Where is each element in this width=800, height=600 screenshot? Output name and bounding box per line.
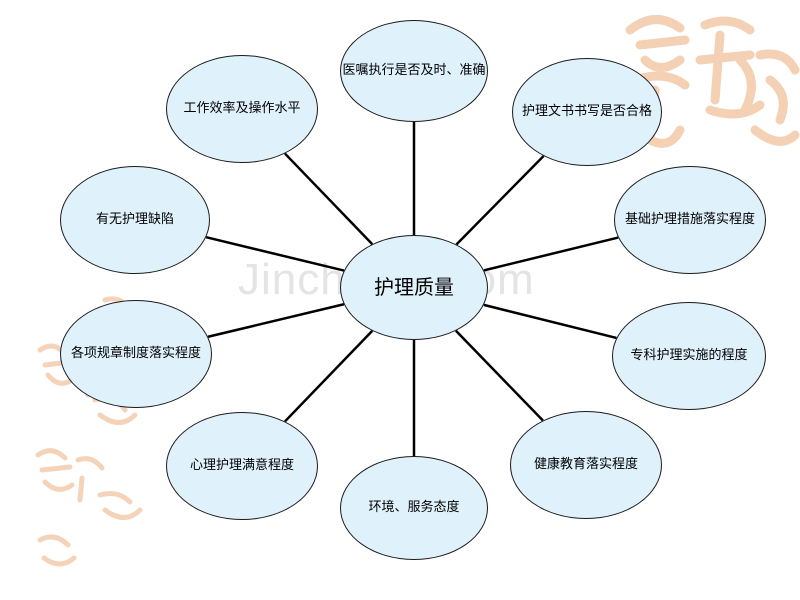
node-work-efficiency: 工作效率及操作水平 xyxy=(166,55,318,163)
connector-line-8 xyxy=(205,235,345,272)
node-order-execution: 医嘱执行是否及时、准确 xyxy=(340,20,488,122)
center-node: 护理质量 xyxy=(340,235,488,340)
connector-line-2 xyxy=(483,236,619,272)
connector-line-9 xyxy=(284,152,374,246)
calligraphy-ornament-left-2 xyxy=(35,448,143,567)
connector-line-7 xyxy=(207,303,345,338)
calligraphy-ornament-top-right xyxy=(625,15,800,148)
node-basic-nursing: 基础护理措施落实程度 xyxy=(614,166,766,274)
node-specialty-nursing: 专科护理实施的程度 xyxy=(612,302,766,410)
node-environment-service: 环境、服务态度 xyxy=(340,456,488,560)
connector-line-4 xyxy=(455,329,544,422)
node-health-education: 健康教育落实程度 xyxy=(510,411,662,519)
node-psychological-nursing: 心理护理满意程度 xyxy=(166,412,318,520)
connector-line-3 xyxy=(483,303,617,340)
node-nursing-documents: 护理文书书写是否合格 xyxy=(512,58,662,166)
connector-line-6 xyxy=(284,329,374,423)
node-nursing-defects: 有无护理缺陷 xyxy=(60,166,210,274)
node-rules-implementation: 各项规章制度落实程度 xyxy=(60,300,212,408)
connector-line-1 xyxy=(455,155,545,246)
